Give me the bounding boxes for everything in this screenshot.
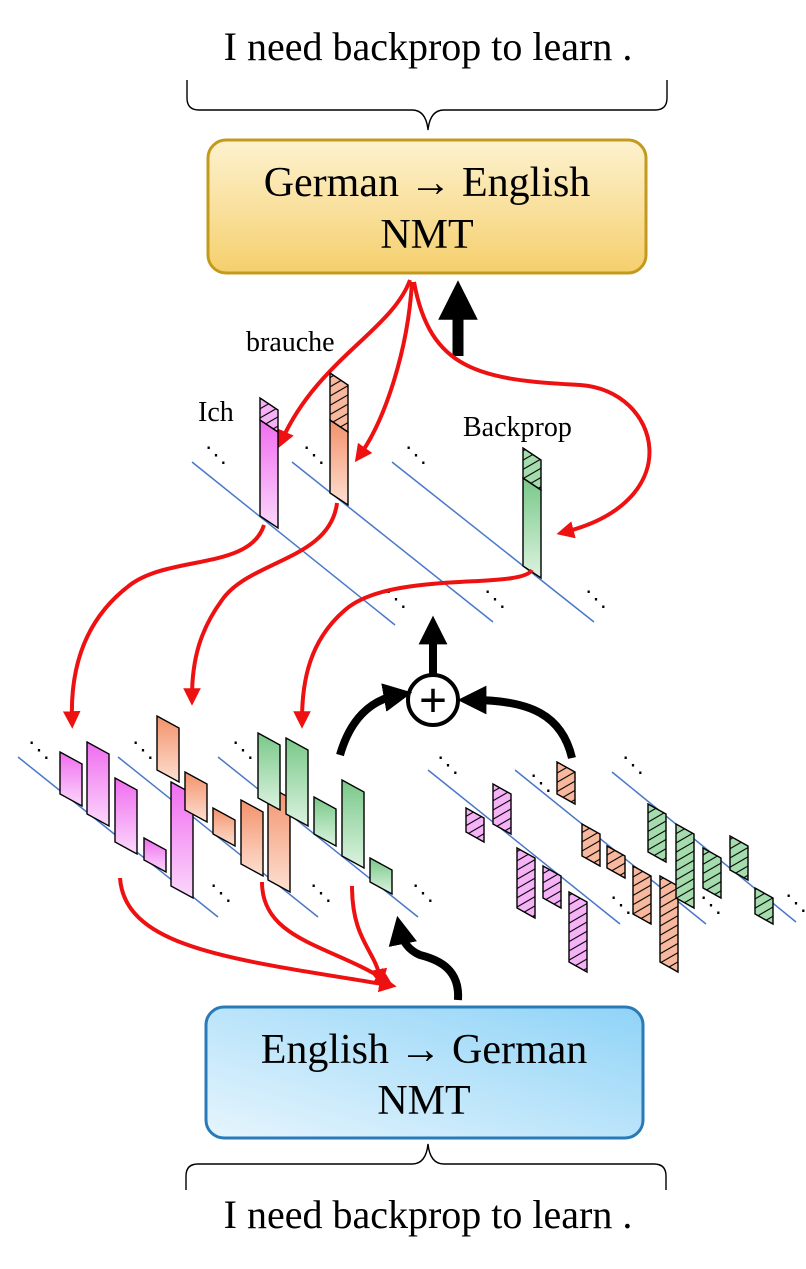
- plus-symbol: +: [419, 672, 448, 728]
- top-brace: [186, 80, 668, 131]
- svg-text:⋱: ⋱: [205, 442, 227, 467]
- svg-text:⋱: ⋱: [585, 586, 607, 611]
- up-arrow-bottom: [388, 915, 463, 1001]
- svg-text:⋱: ⋱: [622, 752, 644, 777]
- top-bar-brauche: [329, 371, 349, 507]
- svg-text:⋱: ⋱: [610, 892, 632, 917]
- bottom-brace: [185, 1143, 667, 1190]
- word-label-backprop: Backprop: [463, 412, 572, 443]
- top-sentence: I need backprop to learn .: [224, 24, 633, 69]
- svg-text:⋱: ⋱: [310, 880, 332, 905]
- bottom-left-orange-bars: [156, 714, 291, 894]
- svg-text:⋱: ⋱: [700, 892, 722, 917]
- bottom-right-pink-bars: [465, 782, 588, 974]
- svg-text:⋱: ⋱: [785, 890, 806, 915]
- top-bar-backprop: [522, 446, 542, 580]
- top-model-subtitle: NMT: [380, 212, 473, 258]
- bottom-red-arrows: [118, 877, 397, 993]
- svg-text:⋱: ⋱: [405, 442, 427, 467]
- bottom-right-green-bars: [647, 802, 774, 926]
- svg-text:⋱: ⋱: [132, 737, 154, 762]
- word-label-ich: Ich: [198, 397, 234, 428]
- svg-text:⋱: ⋱: [28, 737, 50, 762]
- svg-text:⋱: ⋱: [437, 752, 459, 777]
- bottom-model-subtitle: NMT: [377, 1078, 470, 1124]
- bottom-right-ellipses: ⋱ ⋱ ⋱ ⋱ ⋱ ⋱: [437, 752, 806, 917]
- bottom-left-green-bars: [257, 731, 393, 896]
- svg-text:⋱: ⋱: [210, 880, 232, 905]
- top-bar-ich: [259, 396, 279, 530]
- top-red-arrows: [277, 279, 652, 539]
- svg-text:⋱: ⋱: [412, 880, 434, 905]
- bottom-left-ellipses: ⋱ ⋱ ⋱ ⋱ ⋱ ⋱: [28, 737, 434, 905]
- bottom-sentence: I need backprop to learn .: [224, 1192, 633, 1237]
- middle-red-arrows: [62, 502, 534, 729]
- svg-text:⋱: ⋱: [303, 442, 325, 467]
- bottom-right-orange-bars: [556, 760, 679, 974]
- english-german-nmt-box: [204, 1005, 645, 1140]
- top-model-title: German → English: [264, 160, 591, 206]
- word-label-brauche: brauche: [246, 327, 335, 358]
- curved-arrows-to-plus: [336, 683, 576, 759]
- top-ellipses: ⋱ ⋱ ⋱ ⋱ ⋱ ⋱: [205, 442, 607, 611]
- svg-text:⋱: ⋱: [484, 586, 506, 611]
- svg-text:⋱: ⋱: [385, 586, 407, 611]
- bottom-model-title: English → German: [261, 1027, 588, 1073]
- svg-text:⋱: ⋱: [530, 770, 552, 795]
- svg-text:⋱: ⋱: [232, 737, 254, 762]
- german-english-nmt-box: [206, 138, 648, 275]
